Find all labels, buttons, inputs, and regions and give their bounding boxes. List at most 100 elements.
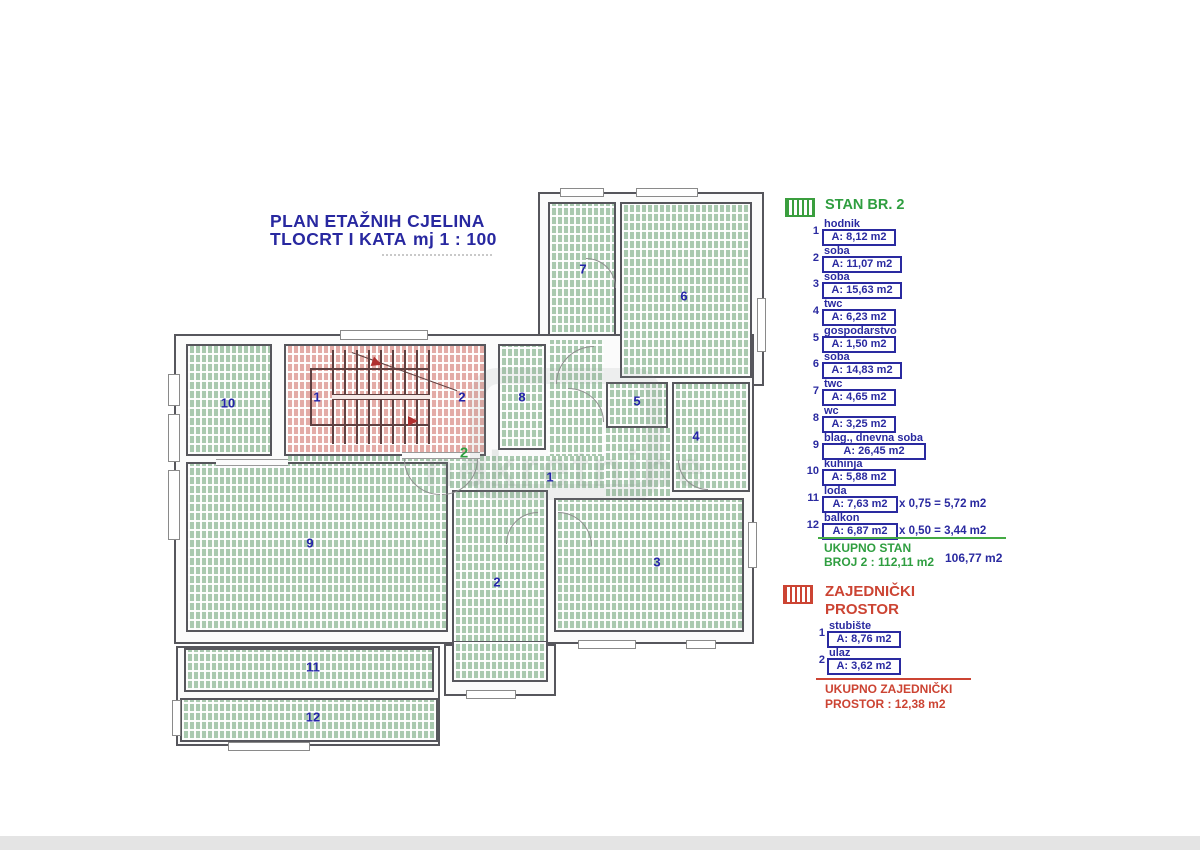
scan-edge-strip [0,836,1200,850]
window-left-1 [168,374,180,406]
window-top-2 [636,188,698,197]
item-name: balkon [824,512,860,524]
legend-item: 2 soba A: 11,07 m2 [785,245,1005,273]
item-name: soba [824,271,850,283]
item-factor: x 0,75 = 5,72 m2 [899,498,987,510]
room-11-loda [184,648,434,692]
item-number: 2 [812,252,819,264]
apartment-total-line2: BROJ 2 : 112,11 m2 [824,555,935,569]
item-number: 7 [812,385,819,397]
label-room-11: 11 [306,659,320,675]
plan-title-line1: PLAN ETAŽNIH CJELINA [270,211,485,231]
item-number: 5 [812,332,819,344]
item-area: A: 26,45 m2 [822,443,926,460]
item-factor: x 0,50 = 3,44 m2 [899,525,987,537]
legend-item: 11 loda A: 7,63 m2 x 0,75 = 5,72 m2 [785,485,1005,513]
legend-item: 1 stubište A: 8,76 m2 [783,620,1003,648]
label-room-2: 2 [493,574,501,590]
item-name: wc [824,405,839,417]
common-legend-header-line1: ZAJEDNIČKI [825,583,916,600]
common-total-line1: UKUPNO ZAJEDNIČKI [825,682,953,696]
item-name: kuhinja [824,458,863,470]
label-room-9: 9 [306,535,314,551]
stair-landing [332,394,430,400]
label-hallway: 1 [546,469,554,485]
room-9-dnevna-soba [186,462,448,632]
legend-item: 6 soba A: 14,83 m2 [785,351,1005,379]
common-legend-header-line2: PROSTOR [825,601,899,618]
item-number: 8 [812,412,819,424]
item-number: 6 [812,358,819,370]
item-area: A: 6,87 m2 [822,523,898,540]
legend-item: 8 wc A: 3,25 m2 [785,405,1005,433]
door-opening-room9 [216,459,288,466]
item-name: loda [824,485,847,497]
item-area: A: 6,23 m2 [822,309,896,326]
interior-wall-line [452,641,548,642]
label-room-5: 5 [633,393,641,409]
item-area: A: 8,76 m2 [827,631,901,648]
stair-run-arrow-icon [408,416,418,426]
item-area: A: 15,63 m2 [822,282,902,299]
window-top-1 [560,188,604,197]
legend-item: 9 blag., dnevna soba A: 26,45 m2 [785,432,1005,460]
label-entrance: 2 [458,389,466,405]
legend-item: 12 balkon A: 6,87 m2 x 0,50 = 3,44 m2 [785,512,1005,540]
item-number: 2 [818,654,825,666]
item-area: A: 1,50 m2 [822,336,896,353]
label-room-8: 8 [518,389,526,405]
window-left-2 [168,414,180,462]
label-stairs: 1 [313,389,321,405]
plan-scale: mj 1 : 100 [413,229,497,249]
item-area: A: 11,07 m2 [822,256,902,273]
legend-item: 7 twc A: 4,65 m2 [785,378,1005,406]
label-room-4: 4 [692,428,700,444]
watermark-logo [470,368,662,500]
legend-item: 3 soba A: 15,63 m2 [785,271,1005,299]
common-total-line2: PROSTOR : 12,38 m2 [825,697,946,711]
legend-item: 5 gospodarstvo A: 1,50 m2 [785,325,1005,353]
item-name: gospodarstvo [824,325,897,337]
item-area: A: 5,88 m2 [822,469,896,486]
apartment-total-alt: 106,77 m2 [945,551,1003,565]
item-name: hodnik [824,218,861,230]
item-area: A: 7,63 m2 [822,496,898,513]
item-number: 11 [807,492,819,504]
window-bottom-room3-1 [578,640,636,649]
window-stairs-top [340,330,428,340]
door-opening-stairs [402,452,480,459]
room-3-soba [554,498,744,632]
window-right-room6 [757,298,766,352]
item-area: A: 3,25 m2 [822,416,896,433]
label-room-7: 7 [579,261,587,277]
label-room-6: 6 [680,288,688,304]
item-number: 12 [806,519,819,531]
item-number: 9 [812,439,819,451]
scan-scribble [382,250,492,256]
item-name: stubište [829,620,872,632]
window-right-room3 [748,522,757,568]
window-balcony-left [172,700,181,736]
item-name: twc [824,298,843,310]
item-number: 4 [812,305,819,317]
item-name: twc [824,378,843,390]
item-name: soba [824,245,850,257]
window-left-3 [168,470,180,540]
item-area: A: 8,12 m2 [822,229,896,246]
item-number: 3 [812,278,819,290]
room-12-balkon [180,698,438,742]
legend-item: 1 hodnik A: 8,12 m2 [785,218,1005,246]
legend-item: 4 twc A: 6,23 m2 [785,298,1005,326]
legend-item: 10 kuhinja A: 5,88 m2 [785,458,1005,486]
common-total-divider [816,678,971,680]
item-number: 10 [806,465,819,477]
item-name: soba [824,351,850,363]
green-hatch-icon [785,198,815,217]
plan-title-line2: TLOCRT I KATA [270,229,407,249]
apartment-legend-header: STAN BR. 2 [825,197,905,213]
apartment-total-line1: UKUPNO STAN [824,541,912,555]
apartment-total-divider [818,537,1006,539]
item-area: A: 14,83 m2 [822,362,902,379]
room-8-wc [498,344,546,450]
item-area: A: 4,65 m2 [822,389,896,406]
